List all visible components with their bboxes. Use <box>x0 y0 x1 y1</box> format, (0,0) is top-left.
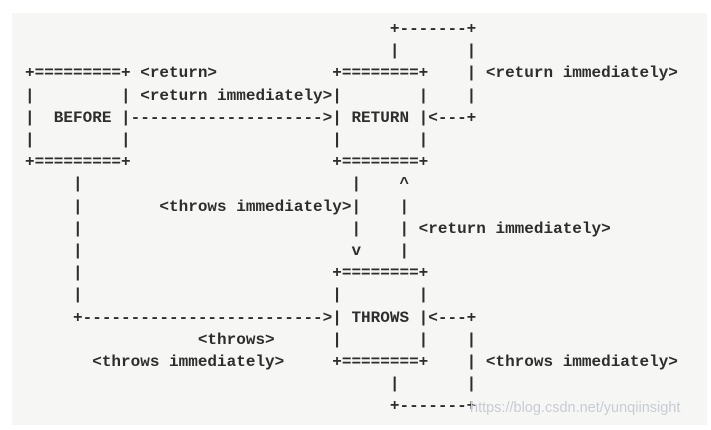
code-block-panel: +-------+ | | +=========+ <return> +====… <box>12 13 707 425</box>
watermark-url: https://blog.csdn.net/yunqiinsight <box>470 400 681 416</box>
ascii-state-diagram: +-------+ | | +=========+ <return> +====… <box>25 20 678 416</box>
